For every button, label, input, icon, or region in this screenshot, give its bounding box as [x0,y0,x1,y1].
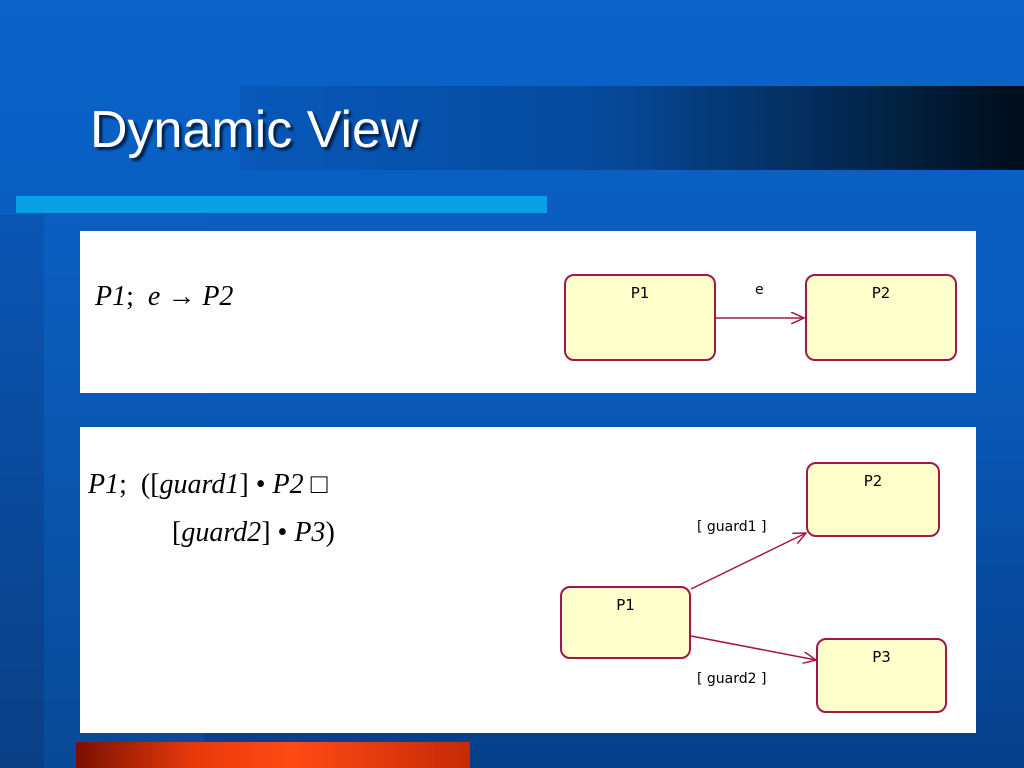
formula-choice-op: □ [310,469,328,500]
title-band [240,86,1024,170]
state-p1: P1 [564,274,716,361]
formula-sep: ; [119,469,127,500]
state-p2: P2 [806,462,940,537]
diagram-panel-choice: P1; ([guard1] • P2 □ [guard2] • P3) P1 P… [80,427,976,733]
formula-dot: • [255,469,266,500]
state-p2: P2 [805,274,957,361]
formula-arrow: → [167,281,196,312]
formula-close: ] [261,517,271,548]
state-label: P2 [871,284,891,302]
transition-label-e: e [755,282,764,298]
formula-event: e [147,281,161,312]
state-label: P3 [872,648,891,666]
formula-p1: P1 [95,281,127,312]
formula-target-p2: P2 [272,469,304,500]
formula-p2: P2 [202,281,234,312]
state-p1: P1 [560,586,691,659]
transition-edges-2 [690,427,976,733]
formula-close: ] [239,469,249,500]
transition-label-guard1: [ guard1 ] [697,519,767,535]
transition-edges-1 [714,231,976,393]
transition-label-guard2: [ guard2 ] [697,671,767,687]
slide-title: Dynamic View [90,101,419,159]
state-label: P1 [616,596,635,614]
formula-target-p3: P3 [294,517,326,548]
diagram-panel-sequence: P1; e → P2 P1 P2 e [80,231,976,393]
state-label: P1 [630,284,650,302]
transition-p1-p2 [690,533,806,590]
state-p3: P3 [816,638,947,713]
formula-p1: P1 [88,469,120,500]
formula-guard1: guard1 [159,469,240,500]
formula-sequence: P1; e → P2 [95,283,233,311]
transition-p1-p3 [690,635,816,660]
formula-choice-line1: P1; ([guard1] • P2 □ [88,471,328,499]
formula-open: [ [172,517,182,548]
formula-sep: ; [126,281,134,312]
state-label: P2 [863,472,883,490]
formula-dot: • [277,517,288,548]
formula-guard2: guard2 [181,517,262,548]
bottom-accent-bar [76,742,470,768]
formula-open: ([ [140,469,160,500]
left-decor-bar [0,215,44,768]
accent-line [16,196,547,213]
formula-end: ) [325,517,335,548]
formula-choice-line2: [guard2] • P3) [172,519,335,547]
